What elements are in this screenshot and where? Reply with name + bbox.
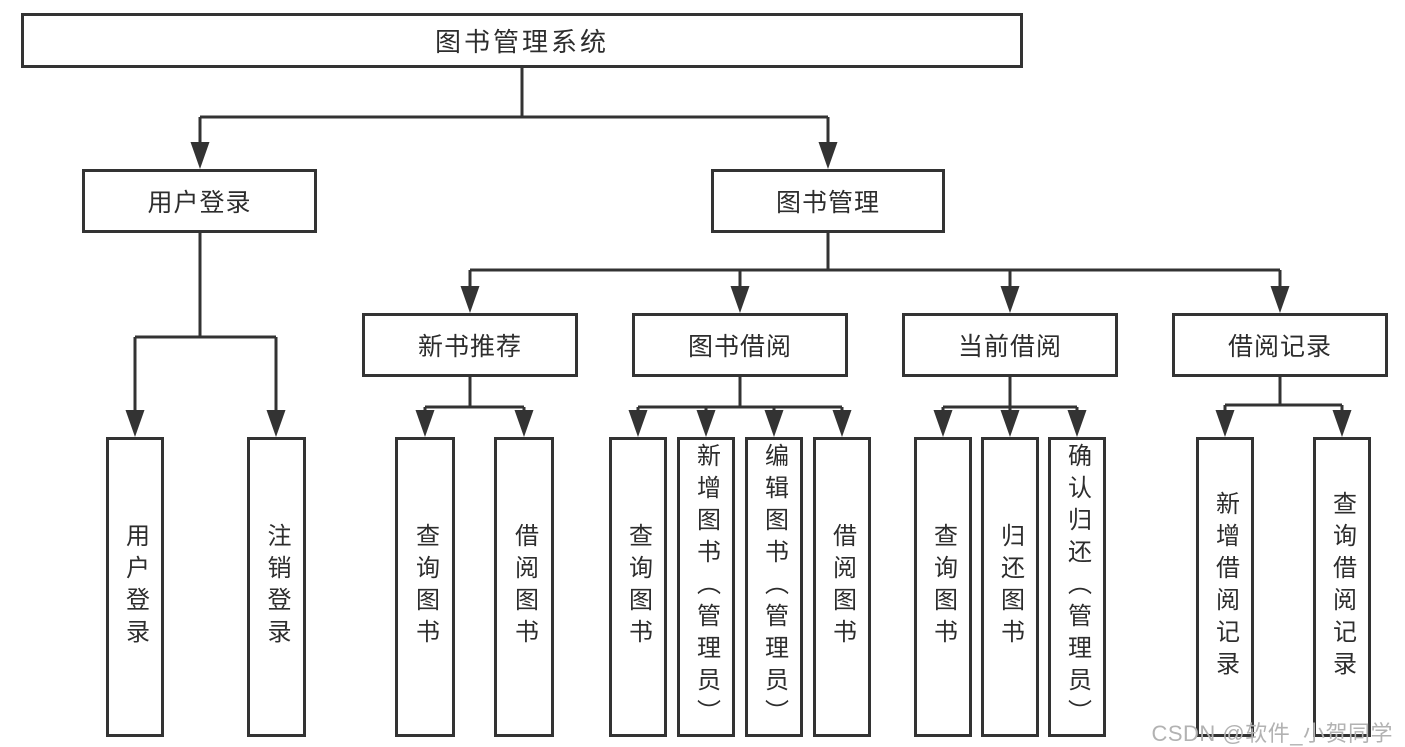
leaf-recommend-query-books: 查询图书 — [395, 437, 455, 737]
arrowhead-icon — [1215, 410, 1235, 437]
arrowhead-icon — [1332, 410, 1352, 437]
node-library-management-system: 图书管理系统 — [21, 13, 1023, 68]
node-borrowing-records: 借阅记录 — [1172, 313, 1388, 377]
node-new-book-recommend: 新书推荐 — [362, 313, 578, 377]
arrowhead-icon — [190, 142, 210, 169]
connector — [468, 233, 1282, 292]
node-label: 确认归还（管理员） — [1063, 443, 1091, 731]
node-label: 借阅记录 — [1227, 333, 1332, 361]
arrowhead-icon — [933, 410, 953, 437]
arrowhead-icon — [1270, 286, 1290, 313]
node-label: 查询图书 — [929, 523, 957, 651]
node-label: 新书推荐 — [417, 333, 522, 361]
leaf-recommend-borrow-books: 借阅图书 — [494, 437, 554, 737]
arrowhead-icon — [818, 142, 838, 169]
arrowhead-icon — [125, 410, 145, 437]
arrowhead-icon — [628, 410, 648, 437]
connector — [423, 377, 526, 416]
arrowhead-icon — [1000, 286, 1020, 313]
node-label: 注销登录 — [263, 523, 290, 651]
node-user-login: 用户登录 — [82, 169, 317, 233]
leaf-current-query-books: 查询图书 — [914, 437, 972, 737]
node-label: 图书借阅 — [687, 333, 792, 361]
node-label: 图书管理 — [775, 189, 880, 217]
arrowhead-icon — [266, 410, 286, 437]
node-label: 用户登录 — [147, 189, 252, 217]
node-label: 新增借阅记录 — [1211, 491, 1239, 683]
connector — [1223, 377, 1344, 416]
node-book-management: 图书管理 — [711, 169, 945, 233]
connector — [198, 68, 830, 148]
arrowhead-icon — [764, 410, 784, 437]
arrowhead-icon — [415, 410, 435, 437]
arrowhead-icon — [1000, 410, 1020, 437]
leaf-add-books-admin: 新增图书（管理员） — [677, 437, 735, 737]
arrowhead-icon — [514, 410, 534, 437]
leaf-confirm-return-admin: 确认归还（管理员） — [1048, 437, 1106, 737]
node-label: 查询图书 — [624, 523, 652, 651]
arrowhead-icon — [730, 286, 750, 313]
leaf-query-borrow-record: 查询借阅记录 — [1313, 437, 1371, 737]
node-label: 新增图书（管理员） — [692, 443, 720, 731]
node-label: 借阅图书 — [510, 523, 538, 651]
connector — [636, 377, 844, 416]
node-label: 用户登录 — [121, 523, 149, 651]
leaf-borrowing-borrow-books: 借阅图书 — [813, 437, 871, 737]
node-label: 归还图书 — [996, 523, 1024, 651]
node-label: 查询借阅记录 — [1328, 491, 1356, 683]
leaf-return-books: 归还图书 — [981, 437, 1039, 737]
leaf-edit-books-admin: 编辑图书（管理员） — [745, 437, 803, 737]
arrowhead-icon — [1067, 410, 1087, 437]
arrowhead-icon — [832, 410, 852, 437]
node-label: 查询图书 — [411, 523, 439, 651]
leaf-add-borrow-record: 新增借阅记录 — [1196, 437, 1254, 737]
leaf-borrowing-query-books: 查询图书 — [609, 437, 667, 737]
node-label: 借阅图书 — [828, 523, 856, 651]
node-current-borrowing: 当前借阅 — [902, 313, 1118, 377]
arrowhead-icon — [696, 410, 716, 437]
node-label: 图书管理系统 — [434, 27, 609, 57]
node-book-borrowing: 图书借阅 — [632, 313, 848, 377]
watermark: CSDN @软件_小贺同学 — [1151, 721, 1393, 746]
leaf-user-login: 用户登录 — [106, 437, 164, 737]
leaf-logout: 注销登录 — [247, 437, 306, 737]
arrowhead-icon — [460, 286, 480, 313]
connector — [133, 233, 278, 416]
node-label: 编辑图书（管理员） — [760, 443, 788, 731]
node-label: 当前借阅 — [957, 333, 1062, 361]
